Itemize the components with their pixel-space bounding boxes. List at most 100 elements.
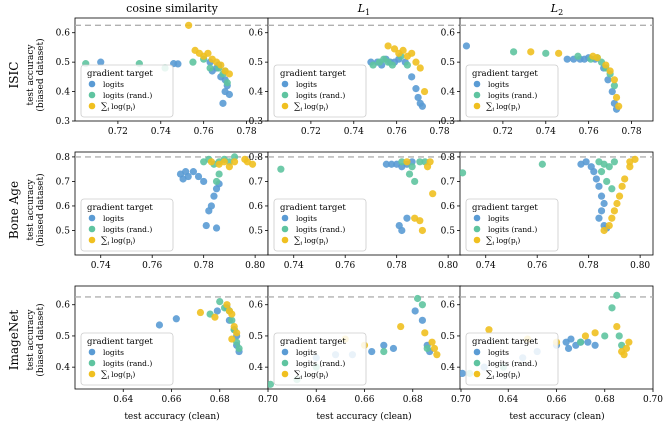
legend-entry: logits (rand.) [103, 225, 152, 234]
point-logits-rand [215, 170, 223, 178]
legend-box [273, 198, 367, 252]
point-logits-rand [369, 61, 377, 69]
legend-marker [281, 102, 289, 110]
point-logits [590, 168, 598, 176]
point-logits [592, 175, 600, 183]
point-sum-log-p [591, 329, 599, 337]
legend-marker [88, 91, 96, 99]
point-sum-log-p [610, 207, 619, 215]
point-logits-rand [408, 163, 416, 171]
point-sum-log-p [610, 76, 619, 84]
x-tick-label: 0.74 [91, 261, 111, 271]
point-sum-log-p [527, 48, 535, 56]
point-sum-log-p [613, 199, 621, 208]
y-tick-label: 0.4 [56, 363, 71, 373]
column-title-cosine: cosine similarity [126, 2, 218, 15]
legend-marker [88, 236, 96, 244]
column-titles: cosine similarity L1 L2 [126, 2, 563, 17]
point-logits-rand [418, 301, 426, 309]
point-logits [584, 338, 592, 346]
legend-title: gradient target [472, 203, 538, 213]
point-sum-log-p [196, 308, 205, 317]
point-logits-rand [189, 58, 197, 66]
point-logits [600, 199, 608, 208]
point-logits [597, 207, 606, 215]
point-logits-rand [574, 52, 582, 60]
point-sum-log-p [555, 49, 563, 57]
legend-box [465, 332, 559, 386]
point-logits [213, 307, 221, 315]
x-tick-label: 0.80 [245, 261, 265, 271]
point-logits [460, 369, 467, 377]
point-logits [398, 226, 406, 235]
legend-box [465, 198, 559, 252]
point-sum-log-p [416, 217, 424, 225]
point-sum-log-p [581, 332, 590, 340]
x-axis-label-col1: test accuracy (clean) [124, 411, 219, 422]
point-logits-rand [597, 168, 606, 176]
point-logits-rand [212, 177, 221, 186]
data-points [155, 298, 243, 356]
point-logits [563, 55, 571, 63]
legend-title: gradient target [472, 69, 538, 79]
legend-marker [88, 80, 96, 88]
x-tick-label: 0.78 [622, 127, 642, 137]
point-sum-log-p [620, 351, 628, 359]
x-tick-label: 0.72 [493, 127, 513, 137]
point-sum-log-p [612, 93, 621, 102]
legend-entry: logits [103, 214, 124, 223]
point-sum-log-p [605, 221, 613, 230]
point-logits [380, 341, 388, 349]
legend-box [80, 332, 174, 386]
point-sum-log-p [233, 329, 241, 337]
legend-marker [473, 348, 481, 356]
y-tick-label: 0.4 [56, 88, 71, 98]
point-logits-rand [398, 158, 406, 166]
x-tick-label: 0.70 [258, 395, 278, 405]
legend-title: gradient target [87, 69, 153, 79]
legend-entry: logits [296, 348, 317, 357]
y-tick-label: 0.5 [249, 226, 264, 236]
legend-marker [473, 102, 481, 110]
point-logits [462, 42, 471, 50]
point-sum-log-p [426, 158, 434, 166]
point-sum-log-p [485, 326, 493, 334]
y-tick-label: 0.4 [249, 88, 264, 98]
row-label-bone-age: Bone Age [7, 181, 21, 239]
data-points [462, 42, 623, 113]
legend-marker [473, 80, 481, 88]
point-logits [595, 182, 603, 190]
point-logits [412, 85, 420, 93]
point-sum-log-p [626, 158, 634, 166]
point-sum-log-p [228, 335, 236, 343]
x-tick-label: 0.76 [142, 261, 162, 271]
legend-marker [473, 91, 481, 99]
legend-box [465, 64, 559, 118]
x-tick-label: 0.66 [161, 395, 181, 405]
point-sum-log-p [593, 54, 601, 62]
legend-marker [88, 348, 96, 356]
y-tick-label: 0.4 [249, 363, 264, 373]
x-tick-label: 0.70 [643, 395, 663, 405]
legend-entry: logits [296, 214, 317, 223]
x-tick-label: 0.68 [403, 395, 423, 405]
point-logits-rand [608, 304, 616, 312]
y-tick-label: 0.3 [249, 117, 264, 127]
point-logits [225, 90, 233, 99]
legend-entry: logits [488, 214, 509, 223]
point-sum-log-p [204, 49, 212, 57]
x-tick-label: 0.64 [498, 395, 518, 405]
point-logits-rand [206, 64, 214, 72]
x-tick-label: 0.74 [151, 127, 171, 137]
data-points [367, 42, 429, 110]
x-tick-label: 0.78 [387, 261, 407, 271]
point-sum-log-p [397, 322, 405, 331]
